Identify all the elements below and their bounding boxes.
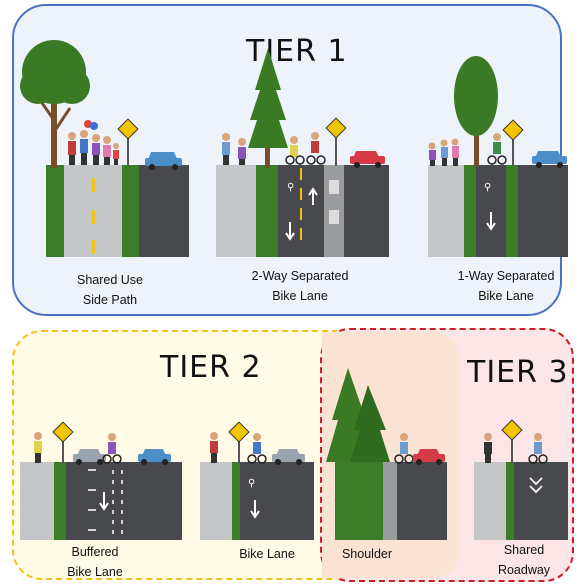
- label-line: Bike Lane: [67, 565, 123, 579]
- one-way-separated-illustration: ⚲: [428, 56, 568, 257]
- tier-3-title: TIER 3: [467, 355, 569, 390]
- label-shared-use-side-path: Shared Use Side Path: [50, 270, 170, 310]
- two-way-separated-illustration: ⚲: [216, 48, 389, 257]
- label-line: 2-Way Separated: [251, 269, 349, 283]
- tier-2-title: TIER 2: [160, 350, 262, 385]
- label-line: Bike Lane: [239, 547, 295, 561]
- label-line: Roadway: [497, 563, 551, 577]
- label-shared-roadway: Shared Roadway: [474, 540, 574, 580]
- label-line: Shared: [503, 543, 545, 557]
- svg-text:⚲: ⚲: [287, 182, 294, 193]
- label-shoulder: Shoulder: [322, 544, 412, 564]
- shared-roadway-illustration: [474, 419, 568, 540]
- shoulder-illustration: [326, 368, 447, 540]
- label-line: Shared Use: [76, 273, 143, 287]
- label-line: Side Path: [82, 293, 138, 307]
- svg-text:⚲: ⚲: [484, 182, 491, 193]
- label-line: Bike Lane: [272, 289, 328, 303]
- bike-lane-illustration: ⚲: [200, 421, 314, 540]
- label-one-way-separated: 1-Way Separated Bike Lane: [436, 266, 576, 306]
- label-line: Buffered: [71, 545, 119, 559]
- label-two-way-separated: 2-Way Separated Bike Lane: [230, 266, 370, 306]
- tier-1-title: TIER 1: [246, 34, 348, 69]
- svg-text:⚲: ⚲: [248, 478, 255, 489]
- label-bike-lane: Bike Lane: [212, 544, 322, 564]
- label-line: Shoulder: [341, 547, 393, 561]
- tier-1-box: [12, 4, 562, 316]
- buffered-bike-lane-illustration: [20, 421, 182, 540]
- label-buffered-bike-lane: Buffered Bike Lane: [40, 542, 150, 582]
- shared-use-side-path-illustration: [20, 40, 189, 257]
- label-line: 1-Way Separated: [457, 269, 555, 283]
- label-line: Bike Lane: [478, 289, 534, 303]
